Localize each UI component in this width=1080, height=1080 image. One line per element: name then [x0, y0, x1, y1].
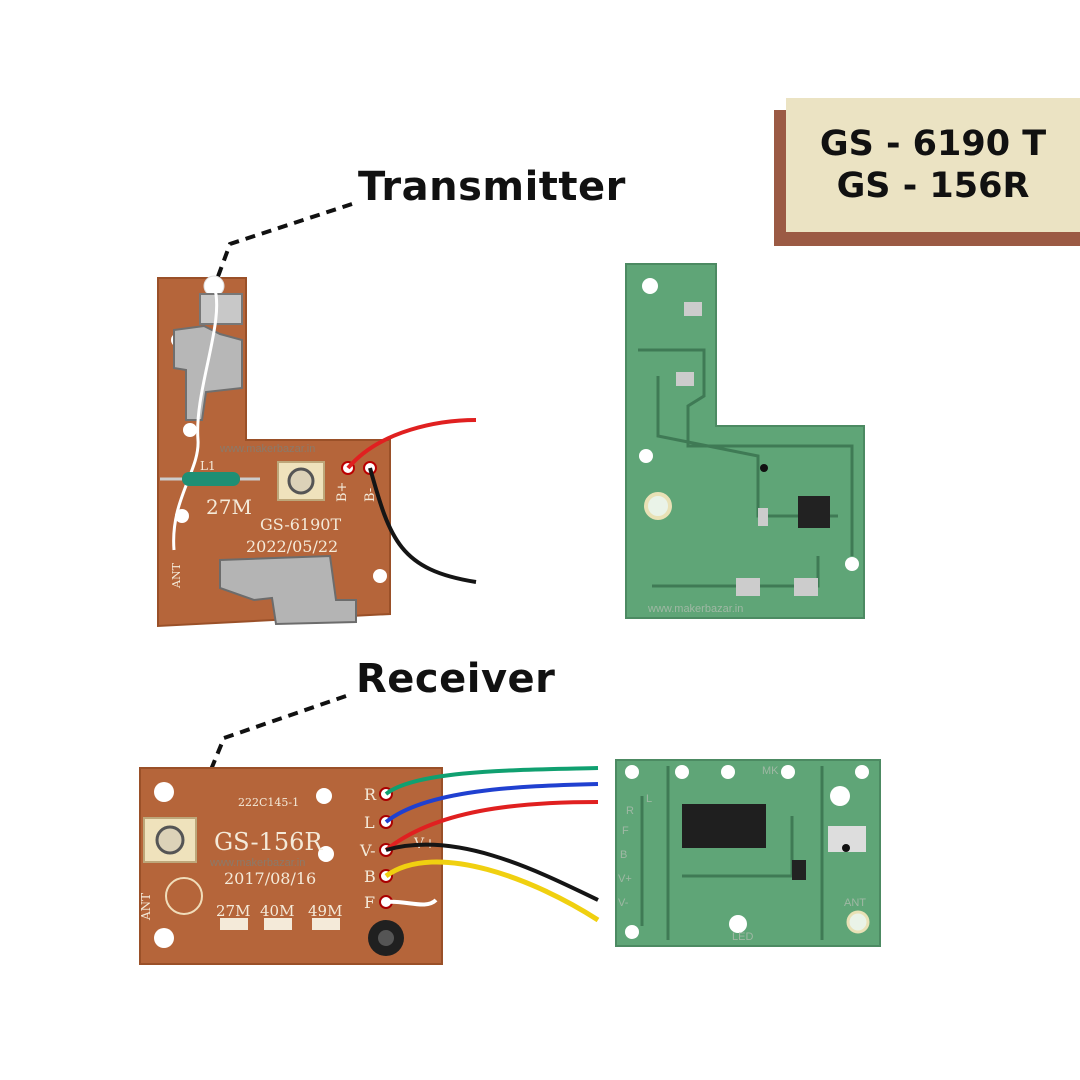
transmitter-board: L1 27M GS-6190T 2022/05/22 ANT B+ B- www…	[157, 275, 477, 628]
rx-27m-label: 27M	[216, 902, 250, 920]
transmitter-leader	[214, 202, 353, 283]
tx-black-wire	[368, 467, 477, 584]
receiver-leader	[208, 694, 347, 773]
rx-back-pin-b: B	[620, 849, 627, 861]
rx-back-ant: ANT	[844, 897, 866, 909]
receiver-board-back: L R F B V+ V- MK LED ANT	[615, 759, 881, 947]
receiver-board: 222C145-1 GS-156R 2017/08/16 27M 40M 49M…	[139, 766, 600, 965]
transmitter-board-back: www.makerbazar.in	[625, 263, 865, 619]
tx-back-watermark: www.makerbazar.in	[647, 603, 743, 615]
rx-back-pin-vplus: V+	[618, 873, 632, 885]
rx-49m-label: 49M	[308, 902, 342, 920]
rx-code-label: 222C145-1	[238, 796, 299, 809]
rx-blue-wire	[384, 782, 599, 824]
rx-pin-vminus: V-	[359, 841, 376, 860]
receiver-heading: Receiver	[356, 656, 556, 702]
tx-red-wire	[346, 418, 477, 470]
tx-model-label: GS-6190T	[260, 515, 341, 534]
rx-red-wire	[384, 800, 599, 852]
rx-pin-l: L	[364, 813, 375, 832]
transmitter-heading: Transmitter	[358, 164, 626, 210]
tx-watermark: www.makerbazar.in	[219, 443, 315, 455]
tx-bplus-label: B+	[335, 482, 350, 502]
rx-green-wire	[384, 766, 599, 796]
model-badge: GS - 6190 T GS - 156R	[786, 98, 1080, 232]
rx-yellow-wire	[384, 859, 600, 923]
rx-pin-r: R	[364, 785, 377, 804]
rx-back-pin-l: L	[646, 793, 652, 805]
rx-black-wire	[385, 842, 599, 902]
tx-date-label: 2022/05/22	[246, 537, 338, 556]
rx-back-pin-vminus: V-	[618, 897, 629, 909]
rx-watermark: www.makerbazar.in	[209, 857, 305, 869]
rx-40m-label: 40M	[260, 902, 294, 920]
rx-pin-b: B	[364, 867, 376, 886]
rx-model-label: GS-156R	[214, 828, 323, 856]
rx-pin-f: F	[364, 893, 375, 912]
tx-ant-label: ANT	[170, 562, 183, 589]
rx-back-pin-f: F	[622, 825, 629, 837]
rx-date-label: 2017/08/16	[224, 869, 316, 888]
rx-ant-label: ANT	[139, 893, 153, 921]
rx-back-led: LED	[732, 931, 753, 943]
tx-bminus-label: B-	[363, 488, 378, 502]
badge-line-2: GS - 156R	[836, 166, 1030, 206]
rx-white-wire	[385, 898, 438, 907]
tx-freq-label: 27M	[206, 495, 252, 519]
badge-line-1: GS - 6190 T	[819, 124, 1047, 164]
tx-inductor-label: L1	[200, 459, 216, 473]
rx-back-pin-r: R	[626, 805, 634, 817]
rx-back-mk: MK	[762, 765, 779, 777]
